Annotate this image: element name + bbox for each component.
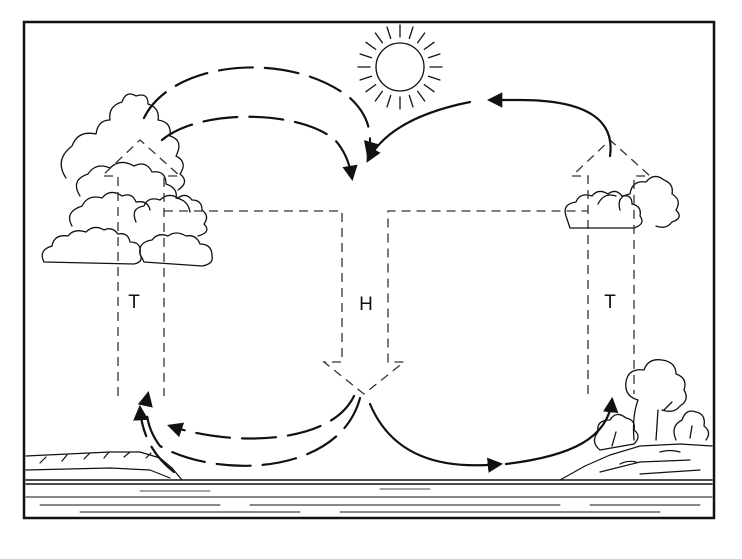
left-updraft-arrow	[102, 140, 180, 396]
sun-ray	[409, 27, 413, 38]
lower-left-inner-arrow	[170, 396, 354, 438]
sun-ray	[360, 54, 371, 58]
water-surface	[26, 480, 712, 512]
sun-ray	[409, 96, 413, 107]
right-shore	[560, 444, 712, 480]
center-downdraft-arrow	[164, 211, 588, 394]
sun-ray	[418, 33, 425, 43]
cumulus-cloud-icon	[565, 176, 679, 228]
sun-ray	[424, 42, 434, 49]
diagram-frame	[24, 22, 714, 518]
sun-icon	[358, 25, 442, 109]
upper-right-descending-arrow	[368, 102, 470, 160]
sun-ray	[429, 76, 440, 80]
sun-ray	[387, 96, 391, 107]
sun-ray	[424, 85, 434, 92]
flow-arrows	[140, 67, 612, 472]
lower-right-arrow	[370, 404, 500, 465]
right-updraft-arrow	[572, 140, 650, 394]
lower-left-outer-arrow	[147, 394, 361, 466]
cumulus-cloud-icon	[42, 94, 212, 266]
sun-ray	[418, 91, 425, 101]
right-column-label: T	[604, 292, 616, 313]
sun-ray	[375, 33, 382, 43]
center-column-label: H	[359, 294, 373, 315]
left-column-label: T	[128, 292, 140, 313]
sun-ray	[429, 54, 440, 58]
sun-ray	[366, 85, 376, 92]
lower-right-rising-arrow	[506, 400, 612, 464]
upper-left-inner-arrow	[162, 117, 352, 178]
sun-ray	[360, 76, 371, 80]
sun-ray	[366, 42, 376, 49]
sun-ray	[375, 91, 382, 101]
upper-right-arrow	[490, 100, 611, 156]
sun-ray	[387, 27, 391, 38]
